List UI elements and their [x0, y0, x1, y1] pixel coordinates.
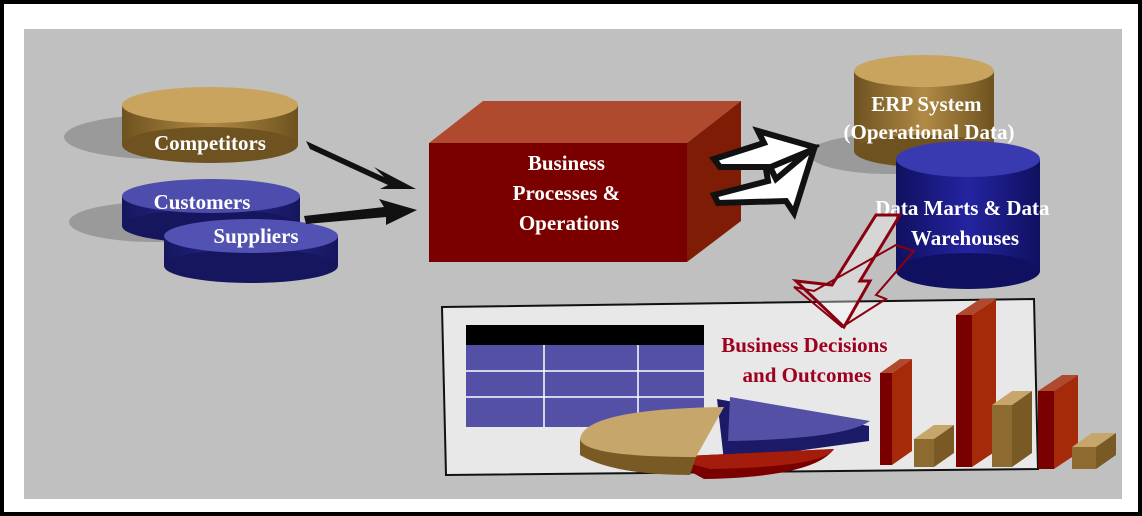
customers-label: Customers [154, 190, 251, 214]
competitors-disk: Competitors [122, 87, 298, 163]
business-processes-box: Business Processes & Operations [429, 101, 741, 262]
business-processes-line-1: Business [528, 151, 605, 175]
mini-bar-graphic [880, 299, 1116, 469]
data-marts-line-1: Data Marts & Data [875, 196, 1050, 220]
erp-system-label: ERP System (Operational Data) [844, 92, 1015, 144]
datamart-to-decision-arrow-2 [793, 243, 916, 329]
erp-system-line-2: (Operational Data) [844, 120, 1015, 144]
business-decisions-label: Business Decisions and Outcomes [721, 333, 893, 387]
customers-arrow [304, 199, 417, 225]
data-marts-line-2: Warehouses [911, 226, 1019, 250]
data-marts-label: Data Marts & Data Warehouses [875, 196, 1055, 250]
competitors-arrow [306, 141, 416, 189]
competitors-label: Competitors [154, 131, 266, 155]
data-marts-cylinder [896, 141, 1040, 289]
customers-disk: Customers [122, 179, 300, 243]
process-to-erp-arrow [709, 126, 821, 220]
business-processes-line-3: Operations [519, 211, 619, 235]
erp-system-line-1: ERP System [871, 92, 982, 116]
mini-pie-graphic [580, 397, 870, 479]
business-processes-line-2: Processes & [513, 181, 621, 205]
diagram-canvas: Competitors Customers Suppliers Business [24, 29, 1122, 499]
decision-panel [440, 297, 1116, 479]
business-processes-label: Business Processes & Operations [513, 151, 626, 235]
business-decisions-line-1: Business Decisions [721, 333, 887, 357]
suppliers-disk: Suppliers [164, 219, 338, 283]
suppliers-label: Suppliers [213, 224, 298, 248]
business-decisions-line-2: and Outcomes [743, 363, 872, 387]
